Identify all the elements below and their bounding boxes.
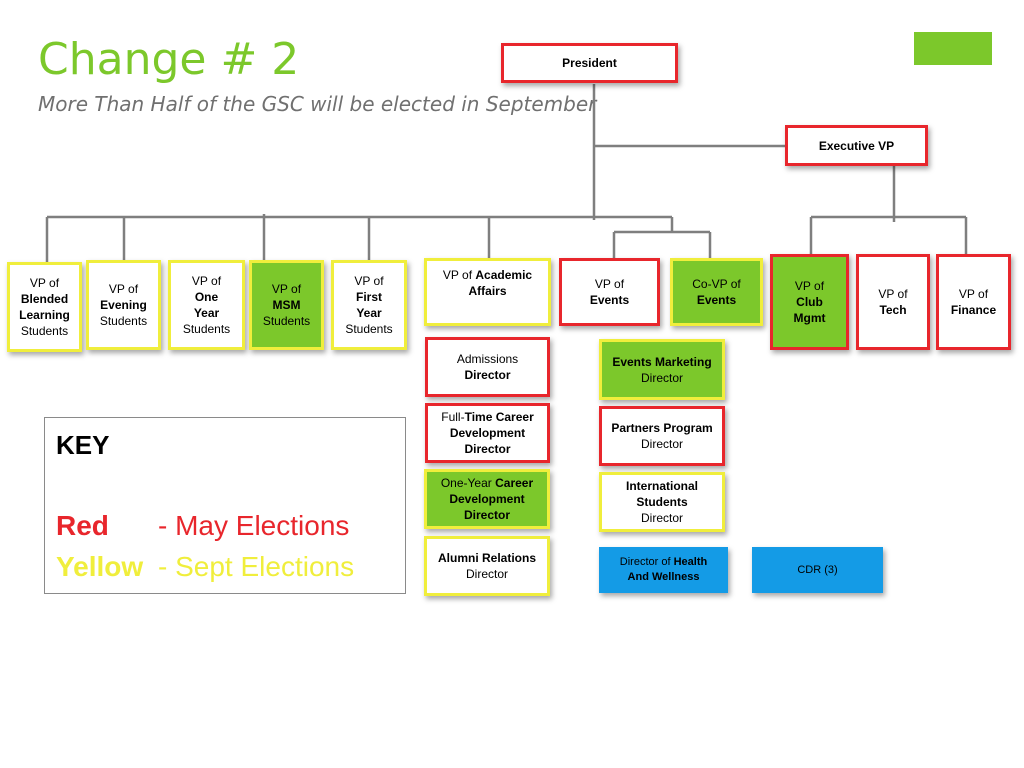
key-yellow-name: Yellow [56,551,144,582]
key-yellow-row: Yellow - Sept Elections [56,551,354,583]
slide-subtitle: More Than Half of the GSC will be electe… [38,92,597,116]
ft-career-director-box: Full-Time Career Development Director [425,403,550,463]
vp-blended-learning-box: VP of Blended Learning Students [7,262,82,352]
vp-evening-box: VP of Evening Students [86,260,161,350]
vp-one-year-box: VP of One Year Students [168,260,245,350]
vp-first-year-box: VP of First Year Students [331,260,407,350]
vp-events-box: VP of Events [559,258,660,326]
partners-director-box: Partners Program Director [599,406,725,466]
vp-club-mgmt-box: VP of Club Mgmt [770,254,849,350]
executive-vp-box: Executive VP [785,125,928,166]
key-title: KEY [56,430,110,460]
events-marketing-director-box: Events Marketing Director [599,339,725,400]
vp-tech-box: VP of Tech [856,254,930,350]
vp-finance-box: VP of Finance [936,254,1011,350]
key-yellow-desc: - Sept Elections [158,551,355,582]
president-box: President [501,43,678,83]
health-wellness-director-box: Director of Health And Wellness [599,547,728,593]
accent-bar [914,32,992,65]
alumni-director-box: Alumni Relations Director [424,536,550,596]
key-legend: KEY Red - May Elections Yellow - Sept Elec… [44,417,406,594]
oy-career-director-box: One-Year Career Development Director [424,469,550,529]
slide-title: Change # 2 [38,34,300,85]
admissions-director-box: Admissions Director [425,337,550,397]
co-vp-events-box: Co-VP of Events [670,258,763,326]
cdr-box: CDR (3) [752,547,883,593]
key-red-name: Red [56,510,109,541]
vp-msm-box: VP of MSM Students [249,260,324,350]
international-director-box: International Students Director [599,472,725,532]
key-red-desc: - May Elections [158,510,350,541]
key-red-row: Red - May Elections [56,510,349,542]
vp-academic-affairs-box: VP of Academic Affairs [424,258,551,326]
